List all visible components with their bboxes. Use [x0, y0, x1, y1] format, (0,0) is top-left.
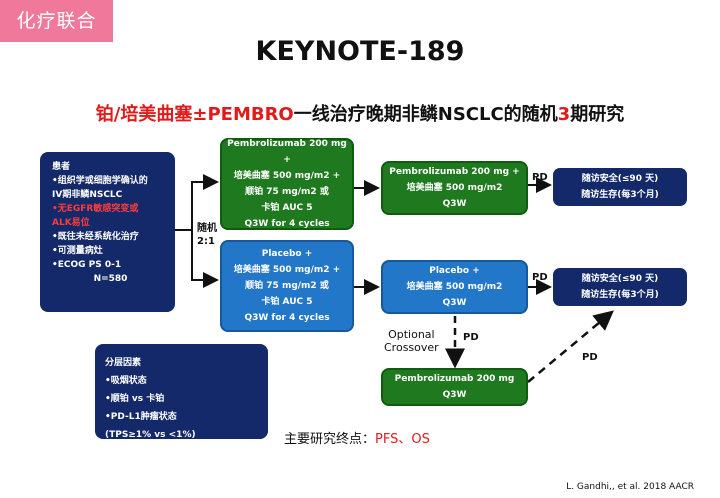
page-subtitle: 铂/培美曲塞±PEMBRO一线治疗晚期非鳞NSCLC的随机3期研究	[0, 100, 720, 126]
followup-top-line2: 随访生存(每3个月)	[581, 190, 659, 200]
section-tag: 化疗联合	[0, 0, 113, 42]
patients-line2: IV期非鳞NSCLC	[52, 190, 123, 200]
patients-line3: •无EGFR敏感突变或	[52, 204, 139, 214]
arm-top-line1: Pembrolizumab 200 mg +	[227, 139, 347, 165]
page-title: KEYNOTE-189	[255, 36, 465, 67]
randomize-line1: 随机	[197, 223, 217, 234]
strat-line1: •吸烟状态	[105, 376, 147, 386]
pd-label-top: PD	[532, 172, 548, 183]
crossover-pembrolizumab-box: Pembrolizumab 200 mg Q3W	[381, 368, 528, 406]
patients-line5: •既往未经系统化治疗	[52, 232, 139, 242]
placebo-arm-box: Placebo + 培美曲塞 500 mg/m2 + 顺铂 75 mg/m2 或…	[220, 240, 354, 332]
randomize-line2: 2:1	[197, 236, 215, 247]
maint-top-line3: Q3W	[442, 199, 467, 209]
maint-bottom-line3: Q3W	[442, 298, 467, 308]
arm-top-line4: 卡铂 AUC 5	[261, 203, 313, 213]
stratification-box: 分层因素 •吸烟状态 •顺铂 vs 卡铂 •PD-L1肿瘤状态 (TPS≥1% …	[95, 344, 268, 440]
optional-label-line1: Optional	[388, 328, 435, 341]
patients-count: N=580	[93, 274, 128, 284]
arm-top-line2: 培美曲塞 500 mg/m2 +	[233, 171, 341, 181]
maint-top-line2: 培美曲塞 500 mg/m2	[406, 183, 503, 193]
patients-box: 患者 •组织学或细胞学确认的 IV期非鳞NSCLC •无EGFR敏感突变或 AL…	[40, 152, 175, 312]
arm-bottom-line1: Placebo +	[261, 249, 313, 259]
arm-bottom-line3: 顺铂 75 mg/m2 或	[245, 281, 329, 291]
subtitle-part2: PEMBRO	[207, 104, 294, 125]
pd-label-dashed: PD	[582, 352, 598, 363]
randomize-label: 随机 2:1	[197, 222, 217, 248]
arm-top-line5: Q3W for 4 cycles	[244, 219, 330, 229]
subtitle-part1: 铂/培美曲塞±	[95, 104, 208, 125]
subtitle-part3: 一线治疗晚期非鳞NSCLC的随机	[293, 104, 558, 125]
strat-line2: •顺铂 vs 卡铂	[105, 394, 165, 404]
followup-bottom-line1: 随访安全(≤90 天)	[581, 274, 659, 284]
followup-bottom-line2: 随访生存(每3个月)	[581, 290, 659, 300]
strat-line3: •PD-L1肿瘤状态	[105, 412, 177, 422]
primary-endpoint: 主要研究终点：PFS、OS	[284, 428, 430, 447]
endpoint-value: PFS、OS	[375, 432, 430, 447]
pd-label-bottom: PD	[532, 272, 548, 283]
crossover-line1: Pembrolizumab 200 mg	[394, 374, 515, 384]
placebo-maintenance-box: Placebo + 培美曲塞 500 mg/m2 Q3W	[381, 260, 528, 314]
arm-bottom-line2: 培美曲塞 500 mg/m2 +	[233, 265, 341, 275]
pembrolizumab-arm-box: Pembrolizumab 200 mg + 培美曲塞 500 mg/m2 + …	[220, 138, 354, 230]
subtitle-part4: 3	[557, 104, 571, 125]
endpoint-label: 主要研究终点：	[284, 432, 376, 447]
patients-line7: •ECOG PS 0-1	[52, 260, 122, 270]
pd-label-crossover: PD	[463, 332, 479, 343]
dashed-pd-arrow	[527, 310, 614, 383]
optional-crossover-label: Optional Crossover	[384, 328, 439, 354]
patients-heading: 患者	[52, 162, 71, 172]
patients-line6: •可测量病灶	[52, 246, 103, 256]
patients-line1: •组织学或细胞学确认的	[52, 176, 148, 186]
followup-box-top: 随访安全(≤90 天) 随访生存(每3个月)	[553, 168, 687, 206]
strat-line4: (TPS≥1% vs <1%)	[105, 430, 196, 440]
maint-top-line1: Pembrolizumab 200 mg +	[389, 167, 520, 177]
maint-bottom-line2: 培美曲塞 500 mg/m2	[406, 282, 503, 292]
arm-bottom-line5: Q3W for 4 cycles	[244, 313, 330, 323]
patients-line4: ALK易位	[52, 218, 90, 228]
pembrolizumab-maintenance-box: Pembrolizumab 200 mg + 培美曲塞 500 mg/m2 Q3…	[381, 161, 528, 215]
arm-top-line3: 顺铂 75 mg/m2 或	[245, 187, 329, 197]
citation-footer: L. Gandhi,, et al. 2018 AACR	[566, 482, 694, 492]
followup-top-line1: 随访安全(≤90 天)	[581, 174, 659, 184]
subtitle-part5: 期研究	[570, 104, 625, 125]
optional-label-line2: Crossover	[384, 341, 439, 354]
maint-bottom-line1: Placebo +	[429, 266, 480, 276]
followup-box-bottom: 随访安全(≤90 天) 随访生存(每3个月)	[553, 268, 687, 306]
crossover-line2: Q3W	[442, 390, 467, 400]
arm-bottom-line4: 卡铂 AUC 5	[261, 297, 313, 307]
strat-heading: 分层因素	[105, 358, 142, 368]
